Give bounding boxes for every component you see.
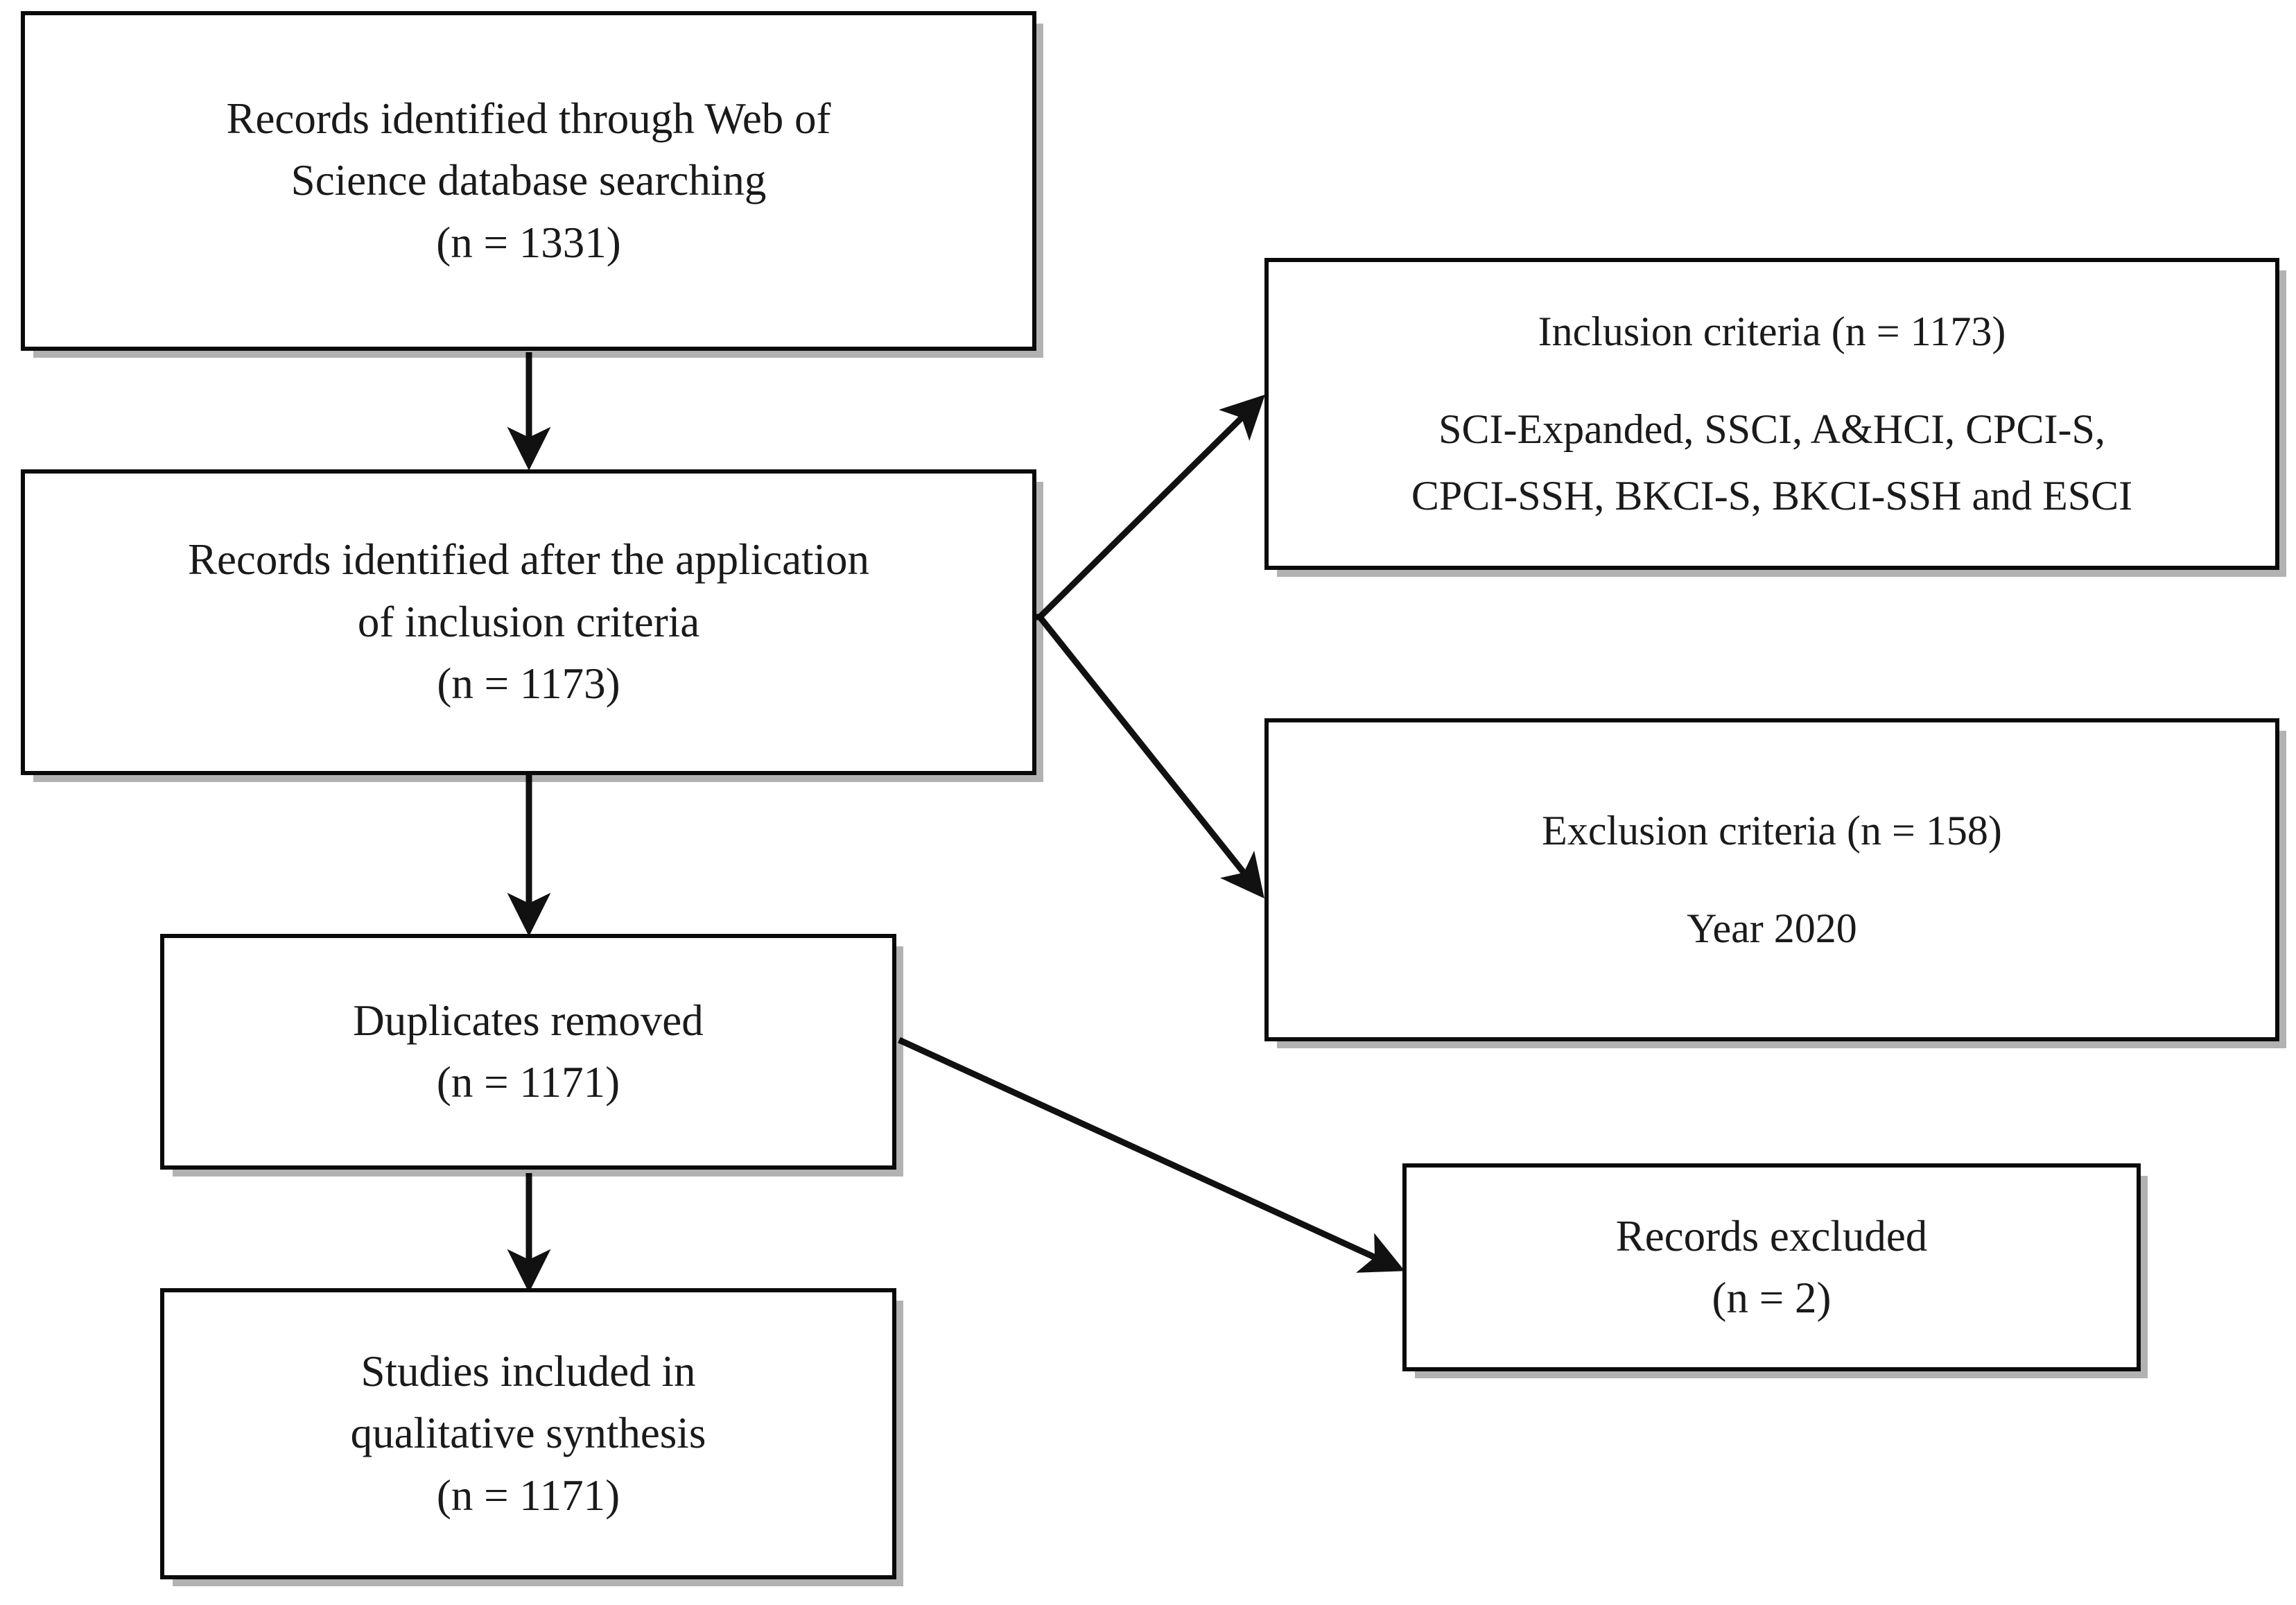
node-line: Exclusion criteria (n = 158) [1542, 807, 2002, 853]
node-line: of inclusion criteria [357, 597, 700, 646]
node-line: (n = 1171) [436, 1058, 620, 1107]
node-line: Duplicates removed [353, 996, 704, 1045]
arrow-to-inclusion-criteria [1037, 394, 1265, 620]
node-exclusion-criteria: Exclusion criteria (n = 158) Year 2020 [1264, 718, 2279, 1041]
node-line: (n = 2) [1712, 1274, 1832, 1322]
node-line: qualitative synthesis [350, 1409, 706, 1458]
node-line: (n = 1173) [437, 659, 620, 709]
node-line: (n = 1171) [436, 1470, 620, 1520]
node-inclusion-criteria: Inclusion criteria (n = 1173) SCI-Expand… [1264, 258, 2279, 570]
node-line: (n = 1331) [436, 218, 621, 267]
node-line: CPCI-SSH, BKCI-S, BKCI-SSH and ESCI [1411, 472, 2133, 519]
node-studies-included: Studies included in qualitative synthesi… [160, 1288, 896, 1579]
arrow-to-records-excluded [898, 1036, 1405, 1273]
node-line: Inclusion criteria (n = 1173) [1538, 309, 2006, 355]
node-line: Year 2020 [1687, 905, 1857, 951]
node-line: Studies included in [360, 1346, 696, 1396]
node-line: Records identified after the application [187, 535, 870, 584]
arrow-to-exclusion-criteria [1037, 615, 1264, 899]
node-duplicates-removed: Duplicates removed (n = 1171) [160, 934, 896, 1170]
node-records-excluded: Records excluded (n = 2) [1402, 1163, 2141, 1371]
node-line: Records excluded [1615, 1211, 1928, 1260]
node-line: Science database searching [290, 156, 767, 205]
node-line: SCI-Expanded, SSCI, A&HCI, CPCI-S, [1438, 406, 2105, 453]
node-records-identified: Records identified through Web of Scienc… [21, 11, 1036, 351]
node-records-after-inclusion: Records identified after the application… [21, 469, 1036, 775]
node-line: Records identified through Web of [226, 94, 831, 143]
